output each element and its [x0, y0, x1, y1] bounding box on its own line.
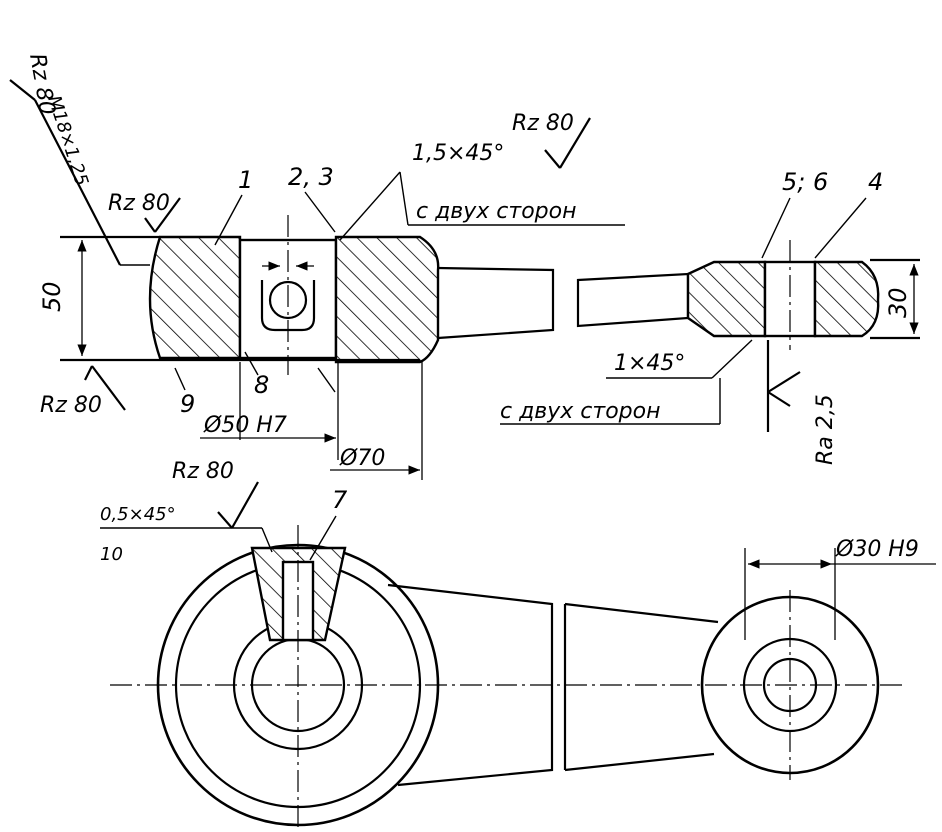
part-number-9: 9	[180, 390, 195, 418]
bore-dim-50h7: Ø50 H7	[203, 413, 287, 438]
right-height-dim-30: 30	[884, 287, 912, 318]
roughness-rz80-top-right: Rz 80	[512, 111, 574, 136]
chamfer-depth-10: 10	[100, 544, 123, 565]
roughness-rz80-block-bottom: Rz 80	[40, 393, 102, 418]
roughness-rz80-block-top: Rz 80	[108, 191, 170, 216]
chamfer-note-both-sides-top: с двух сторон	[416, 199, 576, 224]
part-number-1: 1	[238, 166, 253, 194]
part-number-8: 8	[254, 371, 269, 399]
section-right-body	[334, 235, 440, 364]
roughness-ra25: Ra 2,5	[813, 394, 838, 465]
roughness-rz80-plan: Rz 80	[172, 459, 234, 484]
chamfer-note-both-sides-right: с двух сторон	[500, 399, 660, 424]
part-number-2-3: 2, 3	[288, 163, 334, 191]
part-number-7: 7	[332, 486, 348, 514]
right-section-view: 30 5; 6 4 1×45° с двух сторон Ra 2,5	[500, 168, 920, 465]
right-arm-stub	[576, 272, 690, 328]
section-left-body	[148, 235, 242, 360]
plan-arm-right-half	[564, 602, 719, 772]
chamfer-1-5x45: 1,5×45°	[412, 141, 504, 166]
right-boss-right	[813, 260, 880, 338]
chamfer-0-5x45: 0,5×45°	[100, 504, 176, 525]
front-section-view: 50 Rz 80 Rz 80 1 2, 3 8 9 1,5×45° с двух…	[38, 111, 625, 480]
section-arm	[437, 266, 555, 340]
thread-annotation: Rz 80 M18×1,25	[9, 52, 150, 266]
outer-dim-70: Ø70	[339, 446, 385, 471]
height-dim-50: 50	[38, 281, 66, 312]
part-number-5-6: 5; 6	[782, 168, 828, 196]
plan-view: Rz 80 0,5×45° 10 7 Ø30 H9	[100, 459, 936, 830]
thread-note: M18×1,25	[43, 93, 92, 189]
right-boss-left	[686, 260, 767, 338]
chamfer-1x45: 1×45°	[614, 351, 685, 376]
small-bore-dim-30h9: Ø30 H9	[835, 537, 919, 562]
bore-hole-circle	[268, 280, 308, 320]
plan-arm-left-half	[387, 583, 554, 787]
part-number-4: 4	[868, 168, 883, 196]
